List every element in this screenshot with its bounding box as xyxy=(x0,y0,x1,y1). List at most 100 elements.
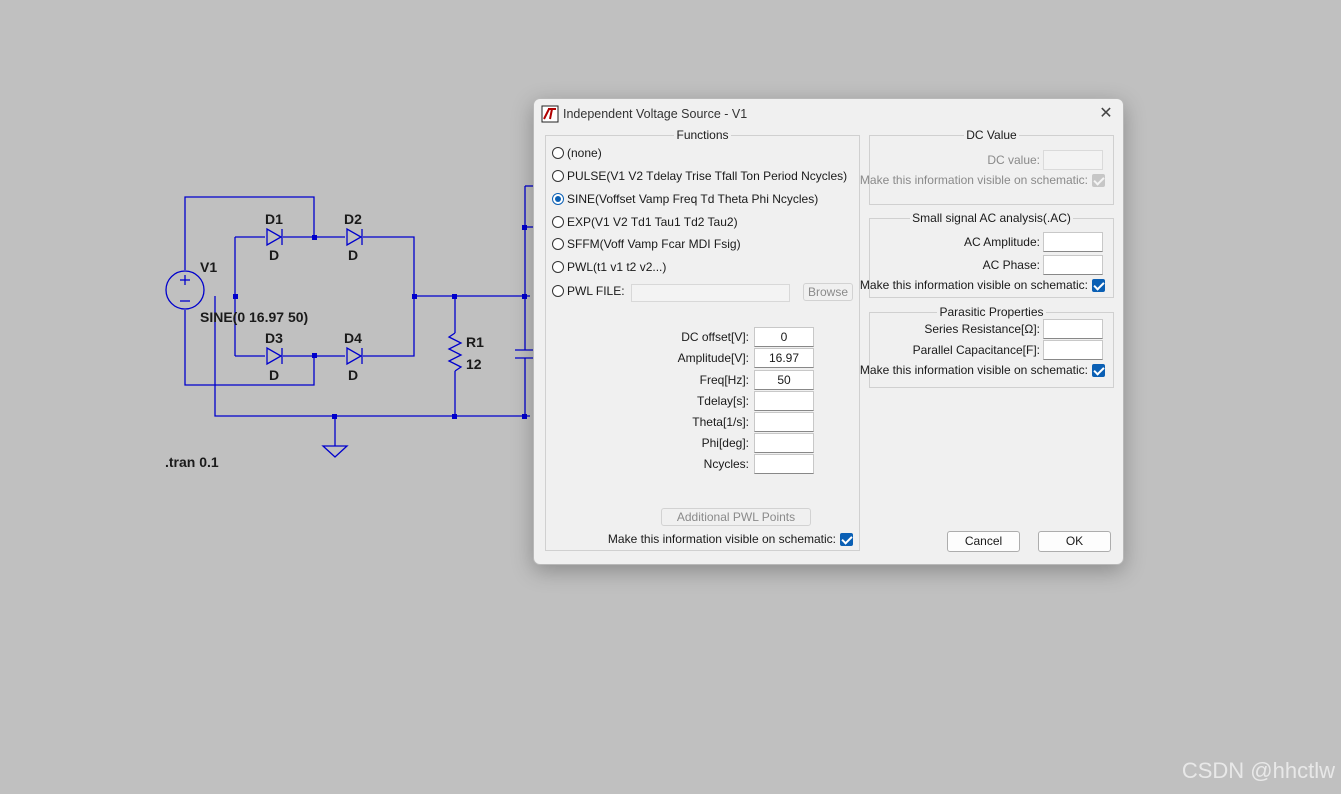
ok-button[interactable]: OK xyxy=(1038,531,1111,552)
checkbox-disabled-icon[interactable] xyxy=(1092,173,1105,187)
radio-label: PULSE(V1 V2 Tdelay Trise Tfall Ton Perio… xyxy=(567,169,848,183)
param-phi: Phi[deg]: xyxy=(546,433,815,453)
tdelay-input[interactable] xyxy=(754,391,814,411)
checkbox-checked-icon[interactable] xyxy=(840,532,853,546)
visible-label: Make this information visible on schemat… xyxy=(607,532,836,546)
param-label: Amplitude[V]: xyxy=(677,351,749,365)
parallel-capacitance-row: Parallel Capacitance[F]: xyxy=(870,340,1113,360)
diode-d4[interactable] xyxy=(346,346,363,366)
ac-phase-input[interactable] xyxy=(1043,255,1103,275)
ltspice-app-icon xyxy=(541,105,559,123)
visible-label: Make this information visible on schemat… xyxy=(859,278,1088,292)
parallel-capacitance-label: Parallel Capacitance[F]: xyxy=(912,343,1040,357)
parasitic-title: Parasitic Properties xyxy=(937,305,1046,319)
parasitic-visible-row[interactable]: Make this information visible on schemat… xyxy=(860,363,1105,377)
amplitude-input[interactable]: 16.97 xyxy=(754,348,814,368)
parallel-capacitance-input[interactable] xyxy=(1043,340,1103,360)
ac-amplitude-label: AC Amplitude: xyxy=(963,235,1040,249)
phi-input[interactable] xyxy=(754,433,814,453)
functions-visible-row[interactable]: Make this information visible on schemat… xyxy=(608,532,853,546)
label-d3-model: D xyxy=(269,367,279,383)
label-d1-model: D xyxy=(269,247,279,263)
radio-label: EXP(V1 V2 Td1 Tau1 Td2 Tau2) xyxy=(567,215,738,229)
cancel-button[interactable]: Cancel xyxy=(947,531,1020,552)
label-r1: R1 xyxy=(466,334,484,350)
label-d2-model: D xyxy=(348,247,358,263)
radio-selected-icon xyxy=(552,193,564,205)
radio-label: PWL(t1 v1 t2 v2...) xyxy=(567,260,667,274)
close-icon[interactable]: ✕ xyxy=(1099,105,1113,122)
label-v1: V1 xyxy=(200,259,217,275)
param-label: Phi[deg]: xyxy=(701,436,749,450)
functions-group: Functions (none) PULSE(V1 V2 Tdelay Tris… xyxy=(545,128,860,551)
radio-none[interactable]: (none) xyxy=(552,144,602,162)
radio-sine[interactable]: SINE(Voffset Vamp Freq Td Theta Phi Ncyc… xyxy=(552,190,818,208)
param-label: Ncycles: xyxy=(703,457,749,471)
dc-visible-row[interactable]: Make this information visible on schemat… xyxy=(860,173,1105,187)
ac-visible-row[interactable]: Make this information visible on schemat… xyxy=(860,278,1105,292)
checkbox-checked-icon[interactable] xyxy=(1092,278,1105,292)
dc-offset-input[interactable]: 0 xyxy=(754,327,814,347)
radio-icon xyxy=(552,147,564,159)
label-d2: D2 xyxy=(344,211,362,227)
label-r1-value: 12 xyxy=(466,356,482,372)
dc-value-input[interactable] xyxy=(1043,150,1103,170)
param-label: Tdelay[s]: xyxy=(696,394,749,408)
radio-icon xyxy=(552,238,564,250)
param-amplitude: Amplitude[V]: 16.97 xyxy=(546,348,815,368)
radio-icon xyxy=(552,261,564,273)
functions-title: Functions xyxy=(674,128,731,142)
ac-amplitude-input[interactable] xyxy=(1043,232,1103,252)
param-label: Freq[Hz]: xyxy=(699,373,749,387)
ac-phase-label: AC Phase: xyxy=(982,258,1040,272)
visible-label: Make this information visible on schemat… xyxy=(859,173,1088,187)
theta-input[interactable] xyxy=(754,412,814,432)
label-source-value: SINE(0 16.97 50) xyxy=(200,309,308,325)
radio-label: (none) xyxy=(567,146,602,160)
dc-value-group: DC Value DC value: Make this information… xyxy=(860,128,1114,205)
browse-button[interactable]: Browse xyxy=(803,283,853,301)
voltage-source-v1[interactable] xyxy=(165,270,205,310)
dc-value-row: DC value: xyxy=(870,150,1113,170)
label-d3: D3 xyxy=(265,330,283,346)
param-theta: Theta[1/s]: xyxy=(546,412,815,432)
parasitic-group: Parasitic Properties Series Resistance[Ω… xyxy=(860,305,1114,388)
label-d1: D1 xyxy=(265,211,283,227)
checkbox-checked-icon[interactable] xyxy=(1092,363,1105,377)
radio-label: SINE(Voffset Vamp Freq Td Theta Phi Ncyc… xyxy=(567,192,819,206)
spice-directive[interactable]: .tran 0.1 xyxy=(165,454,219,470)
param-tdelay: Tdelay[s]: xyxy=(546,391,815,411)
dialog-title: Independent Voltage Source - V1 xyxy=(563,107,748,121)
junction-dots xyxy=(233,225,527,419)
radio-icon xyxy=(552,170,564,182)
param-label: Theta[1/s]: xyxy=(692,415,749,429)
param-label: DC offset[V]: xyxy=(681,330,749,344)
series-resistance-input[interactable] xyxy=(1043,319,1103,339)
diode-d3[interactable] xyxy=(266,346,283,366)
freq-input[interactable]: 50 xyxy=(754,370,814,390)
radio-pwl-file[interactable]: PWL FILE: xyxy=(552,282,625,300)
radio-icon xyxy=(552,216,564,228)
series-resistance-label: Series Resistance[Ω]: xyxy=(924,322,1040,336)
pwl-file-input[interactable] xyxy=(631,284,790,302)
radio-pwl[interactable]: PWL(t1 v1 t2 v2...) xyxy=(552,258,666,276)
ac-title: Small signal AC analysis(.AC) xyxy=(910,211,1073,225)
ac-phase-row: AC Phase: xyxy=(870,255,1113,275)
dc-value-title: DC Value xyxy=(964,128,1019,142)
radio-sffm[interactable]: SFFM(Voff Vamp Fcar MDI Fsig) xyxy=(552,235,741,253)
radio-exp[interactable]: EXP(V1 V2 Td1 Tau1 Td2 Tau2) xyxy=(552,213,738,231)
series-resistance-row: Series Resistance[Ω]: xyxy=(870,319,1113,339)
voltage-source-dialog: Independent Voltage Source - V1 ✕ Functi… xyxy=(533,98,1124,565)
diode-d1[interactable] xyxy=(266,227,283,247)
dc-value-label: DC value: xyxy=(987,153,1040,167)
ac-amplitude-row: AC Amplitude: xyxy=(870,232,1113,252)
diode-d2[interactable] xyxy=(346,227,363,247)
ncycles-input[interactable] xyxy=(754,454,814,474)
title-bar[interactable]: Independent Voltage Source - V1 ✕ xyxy=(534,99,1123,129)
ground-icon[interactable] xyxy=(321,445,349,458)
additional-pwl-points-button[interactable]: Additional PWL Points xyxy=(661,508,811,526)
param-ncycles: Ncycles: xyxy=(546,454,815,474)
param-dc-offset: DC offset[V]: 0 xyxy=(546,327,815,347)
radio-pulse[interactable]: PULSE(V1 V2 Tdelay Trise Tfall Ton Perio… xyxy=(552,167,847,185)
